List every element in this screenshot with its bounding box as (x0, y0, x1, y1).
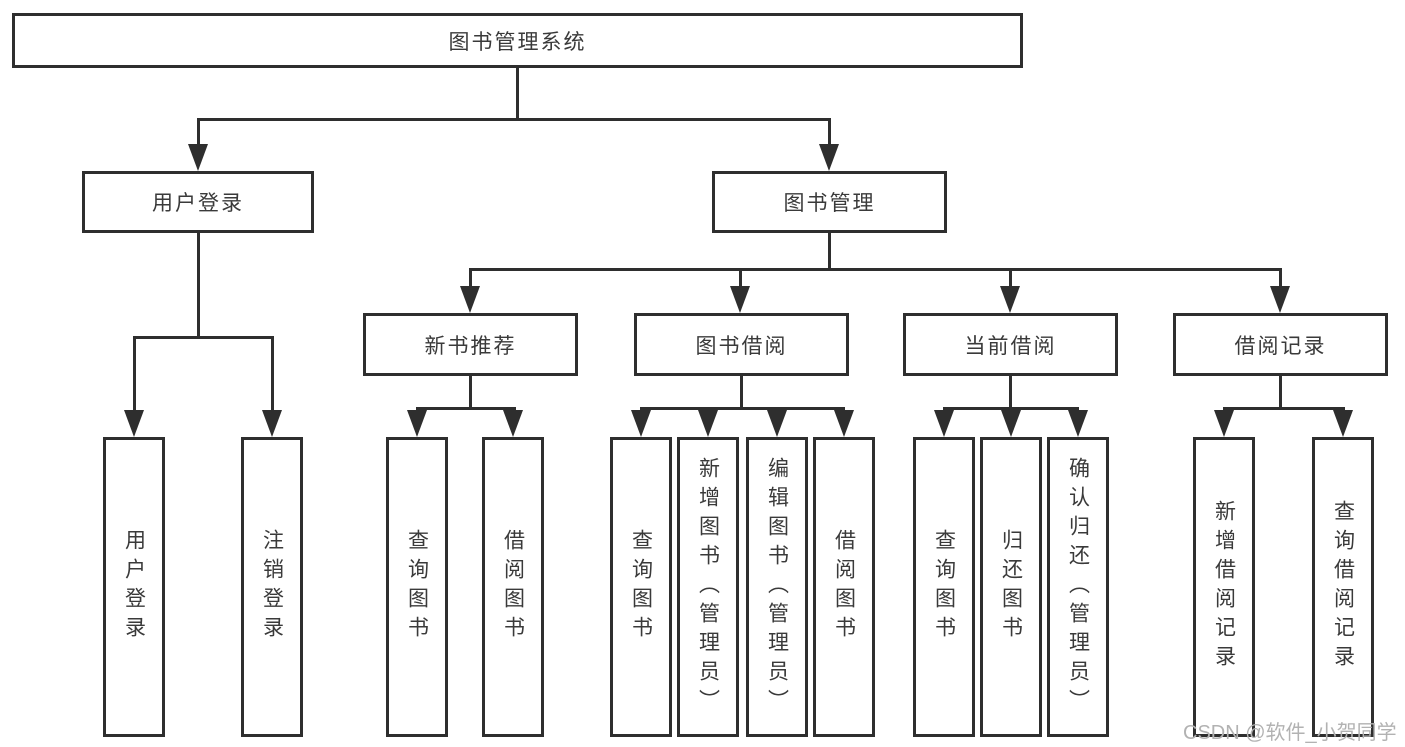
arrow-down-icon (730, 286, 750, 313)
edge-cb-bus (943, 407, 1079, 410)
arrow-down-icon (407, 410, 427, 437)
edge-book-mgmt-bus (469, 268, 1281, 271)
leaf-logout-label: 注销登录 (260, 529, 284, 645)
leaf-nbr-query-books: 查询图书 (386, 437, 448, 737)
edge-root-trunk (516, 68, 519, 118)
watermark: CSDN @软件_小贺同学 (1183, 722, 1397, 744)
arrow-down-icon (934, 410, 954, 437)
arrow-down-icon (262, 410, 282, 437)
edge-root-stub-right (828, 118, 831, 146)
arrow-down-icon (503, 410, 523, 437)
node-user-login-label: 用户登录 (152, 192, 244, 215)
edge-nbr-trunk (469, 376, 472, 407)
leaf-br-add-record: 新增借阅记录 (1193, 437, 1255, 737)
leaf-nbr-borrow-books: 借阅图书 (482, 437, 544, 737)
leaf-user-login-label: 用户登录 (122, 529, 146, 645)
node-borrow-records: 借阅记录 (1173, 313, 1388, 376)
edge-book-mgmt-stub-3 (1009, 268, 1012, 288)
node-new-book-recommend-label: 新书推荐 (424, 334, 517, 358)
leaf-br-add-record-label: 新增借阅记录 (1212, 500, 1236, 674)
arrow-down-icon (188, 144, 208, 171)
arrow-down-icon (631, 410, 651, 437)
leaf-cb-return-books-label: 归还图书 (999, 529, 1023, 645)
node-book-management: 图书管理 (712, 171, 947, 233)
edge-book-mgmt-trunk (828, 233, 831, 268)
arrow-down-icon (124, 410, 144, 437)
arrow-down-icon (819, 144, 839, 171)
leaf-bb-edit-book-admin: 编辑图书（管理员） (746, 437, 808, 737)
leaf-bb-add-book-admin-label: 新增图书（管理员） (696, 456, 720, 718)
leaf-bb-edit-book-admin-label: 编辑图书（管理员） (765, 456, 789, 718)
leaf-bb-query-books-label: 查询图书 (629, 529, 653, 645)
edge-user-login-stub-left (133, 336, 136, 412)
leaf-bb-borrow-books-label: 借阅图书 (832, 529, 856, 645)
edge-user-login-stub-right (271, 336, 274, 412)
leaf-nbr-borrow-books-label: 借阅图书 (501, 529, 525, 645)
edge-book-mgmt-stub-4 (1279, 268, 1282, 288)
arrow-down-icon (1214, 410, 1234, 437)
edge-book-mgmt-stub-2 (739, 268, 742, 288)
edge-user-login-trunk (197, 233, 200, 336)
leaf-bb-add-book-admin: 新增图书（管理员） (677, 437, 739, 737)
arrow-down-icon (1068, 410, 1088, 437)
edge-nbr-bus (416, 407, 516, 410)
edge-cb-trunk (1009, 376, 1012, 407)
edge-book-mgmt-stub-1 (469, 268, 472, 288)
node-current-borrow-label: 当前借阅 (964, 334, 1057, 358)
edge-bb-bus (640, 407, 845, 410)
edge-br-bus (1223, 407, 1345, 410)
leaf-br-query-record-label: 查询借阅记录 (1331, 500, 1355, 674)
node-user-login: 用户登录 (82, 171, 314, 233)
leaf-bb-borrow-books: 借阅图书 (813, 437, 875, 737)
edge-user-login-bus (133, 336, 274, 339)
edge-bb-trunk (740, 376, 743, 407)
leaf-br-query-record: 查询借阅记录 (1312, 437, 1374, 737)
node-root-label: 图书管理系统 (448, 30, 587, 54)
leaf-nbr-query-books-label: 查询图书 (405, 529, 429, 645)
leaf-bb-query-books: 查询图书 (610, 437, 672, 737)
node-book-management-label: 图书管理 (783, 192, 876, 215)
arrow-down-icon (460, 286, 480, 313)
leaf-logout: 注销登录 (241, 437, 303, 737)
leaf-cb-query-books-label: 查询图书 (932, 529, 956, 645)
node-borrow-records-label: 借阅记录 (1234, 334, 1327, 358)
node-book-borrow-label: 图书借阅 (695, 334, 788, 358)
arrow-down-icon (1001, 410, 1021, 437)
node-new-book-recommend: 新书推荐 (363, 313, 578, 376)
edge-br-trunk (1279, 376, 1282, 407)
arrow-down-icon (1270, 286, 1290, 313)
node-root: 图书管理系统 (12, 13, 1023, 68)
leaf-cb-query-books: 查询图书 (913, 437, 975, 737)
arrow-down-icon (834, 410, 854, 437)
arrow-down-icon (1333, 410, 1353, 437)
edge-root-bus (197, 118, 831, 121)
node-book-borrow: 图书借阅 (634, 313, 849, 376)
leaf-cb-return-books: 归还图书 (980, 437, 1042, 737)
node-current-borrow: 当前借阅 (903, 313, 1118, 376)
arrow-down-icon (767, 410, 787, 437)
arrow-down-icon (1000, 286, 1020, 313)
leaf-user-login: 用户登录 (103, 437, 165, 737)
leaf-cb-confirm-return-admin: 确认归还（管理员） (1047, 437, 1109, 737)
edge-root-stub-left (197, 118, 200, 146)
leaf-cb-confirm-return-admin-label: 确认归还（管理员） (1066, 456, 1090, 718)
arrow-down-icon (698, 410, 718, 437)
